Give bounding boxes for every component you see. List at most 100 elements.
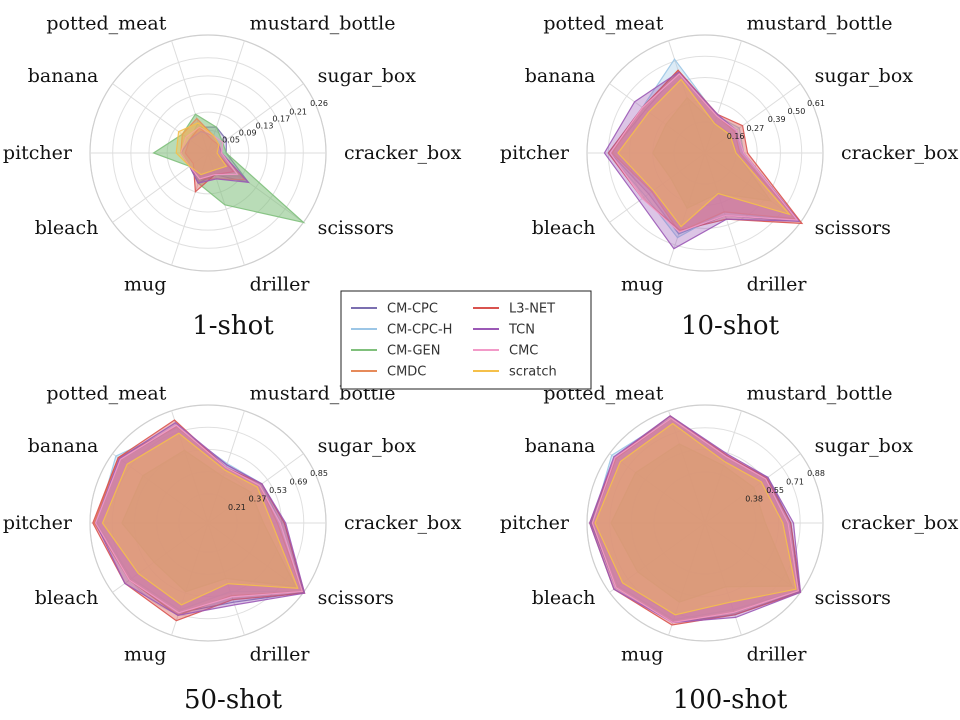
category-label: mug bbox=[124, 644, 166, 666]
series-cmc bbox=[609, 73, 799, 233]
radial-tick-label: 0.05 bbox=[222, 135, 240, 144]
category-label: bleach bbox=[35, 587, 99, 609]
radial-tick-label: 0.50 bbox=[787, 107, 805, 116]
radial-tick-label: 0.17 bbox=[272, 115, 290, 124]
category-label: driller bbox=[250, 644, 311, 666]
radial-tick-label: 0.09 bbox=[239, 128, 257, 137]
category-label: banana bbox=[525, 65, 596, 87]
category-label: banana bbox=[28, 435, 99, 457]
category-labels: cracker_box sugar_box mustard_bottle potted… bbox=[500, 12, 959, 295]
category-label: scissors bbox=[815, 587, 891, 609]
panel-caption: 10-shot bbox=[681, 311, 780, 341]
category-label: driller bbox=[747, 644, 808, 666]
radial-tick-label: 0.38 bbox=[745, 495, 763, 504]
radar-panels: 0.050.090.130.170.210.26cracker_boxsugar… bbox=[3, 12, 959, 715]
category-label: bleach bbox=[35, 217, 99, 239]
series-scratch bbox=[594, 422, 797, 616]
category-label: cracker_box bbox=[344, 512, 462, 534]
category-label: mustard_bottle bbox=[747, 382, 893, 404]
legend-label: CMDC bbox=[387, 365, 426, 380]
series-cm-gen bbox=[610, 443, 793, 603]
category-label: banana bbox=[28, 65, 99, 87]
category-label: cracker_box bbox=[841, 142, 959, 164]
category-label: cracker_box bbox=[841, 512, 959, 534]
category-label: bleach bbox=[532, 587, 596, 609]
category-label: pitcher bbox=[500, 142, 570, 164]
category-label: cracker_box bbox=[344, 142, 462, 164]
series-cm-gen bbox=[121, 449, 297, 593]
category-label: pitcher bbox=[500, 512, 570, 534]
legend-item: CM-GEN bbox=[351, 344, 440, 359]
series-cmdc bbox=[611, 69, 798, 233]
radial-tick-label: 0.88 bbox=[807, 469, 825, 478]
radial-tick-labels: 0.210.370.530.690.85 bbox=[228, 469, 328, 512]
radial-tick-label: 0.21 bbox=[228, 503, 246, 512]
category-label: mug bbox=[621, 274, 663, 296]
category-label: potted_meat bbox=[543, 12, 663, 34]
category-label: mustard_bottle bbox=[747, 12, 893, 34]
category-label: sugar_box bbox=[815, 65, 914, 87]
panel-caption: 100-shot bbox=[673, 685, 788, 715]
series-cmc bbox=[591, 417, 799, 624]
category-label: sugar_box bbox=[318, 435, 417, 457]
radial-tick-label: 0.21 bbox=[289, 108, 307, 117]
category-label: scissors bbox=[318, 217, 394, 239]
radar-series-group bbox=[92, 419, 306, 622]
legend-item: L3-NET bbox=[473, 302, 555, 317]
category-label: pitcher bbox=[3, 142, 73, 164]
series-scratch bbox=[175, 122, 228, 176]
series-cm-gen bbox=[152, 113, 306, 224]
category-label: driller bbox=[747, 274, 808, 296]
series-cmc bbox=[180, 126, 239, 180]
series-l3-net bbox=[92, 419, 306, 622]
legend-label: CM-CPC bbox=[387, 302, 438, 317]
radial-tick-label: 0.55 bbox=[766, 486, 784, 495]
category-labels: cracker_boxsugar_boxmustard_bottlepotted… bbox=[500, 382, 959, 665]
legend-label: CM-CPC-H bbox=[387, 323, 452, 338]
radial-tick-label: 0.69 bbox=[290, 477, 308, 486]
series-scratch bbox=[101, 432, 299, 606]
legend-item: TCN bbox=[473, 323, 535, 338]
category-label: banana bbox=[525, 435, 596, 457]
category-label: potted_meat bbox=[46, 382, 166, 404]
legend-box bbox=[340, 290, 592, 390]
radial-tick-label: 0.39 bbox=[768, 115, 786, 124]
radar-panel-3: 0.210.370.530.690.85 cracker_box sugar_box… bbox=[3, 382, 462, 715]
radar-panel-1: 0.050.090.130.170.210.26 cracker_box sugar… bbox=[3, 12, 462, 341]
spoke bbox=[207, 83, 304, 154]
radial-tick-label: 0.71 bbox=[786, 478, 804, 487]
category-label: mug bbox=[621, 644, 663, 666]
radar-panel-2: 0.160.270.390.500.61cracker_boxsugar_box… bbox=[500, 12, 959, 341]
legend-item: CMDC bbox=[351, 365, 426, 380]
radial-tick-label: 0.26 bbox=[310, 99, 328, 108]
radial-tick-label: 0.16 bbox=[727, 132, 745, 141]
legend-label: CMC bbox=[509, 344, 538, 359]
category-label: scissors bbox=[318, 587, 394, 609]
series-cmc bbox=[94, 424, 304, 614]
legend-label: CM-GEN bbox=[387, 344, 440, 359]
series-tcn bbox=[589, 415, 802, 624]
category-label: pitcher bbox=[3, 512, 73, 534]
legend-item: CM-CPC bbox=[351, 302, 438, 317]
category-labels: cracker_boxsugar_boxmustard_bottlepotted… bbox=[3, 12, 462, 295]
radial-tick-labels: 0.050.090.130.170.210.26 bbox=[222, 99, 328, 145]
series-scratch bbox=[617, 78, 792, 228]
legend-item: CM-CPC-H bbox=[351, 323, 452, 338]
legend-label: L3-NET bbox=[509, 302, 555, 317]
legend-label: TCN bbox=[508, 323, 535, 338]
category-label: mustard_bottle bbox=[250, 12, 396, 34]
radial-tick-label: 0.27 bbox=[746, 124, 764, 133]
legend-label: scratch bbox=[509, 365, 557, 380]
radial-tick-labels: 0.160.270.390.500.61 bbox=[727, 99, 825, 141]
series-l3-net bbox=[607, 69, 804, 231]
panel-caption: 1-shot bbox=[192, 311, 274, 341]
radar-panel-4: 0.380.550.710.88cracker_boxsugar_boxmust… bbox=[500, 382, 959, 715]
legend-item: scratch bbox=[473, 365, 557, 380]
radial-tick-label: 0.13 bbox=[256, 121, 274, 130]
category-label: sugar_box bbox=[318, 65, 417, 87]
radial-tick-label: 0.53 bbox=[269, 486, 287, 495]
panel-caption: 50-shot bbox=[184, 685, 283, 715]
category-label: bleach bbox=[532, 217, 596, 239]
radial-tick-label: 0.85 bbox=[310, 469, 328, 478]
